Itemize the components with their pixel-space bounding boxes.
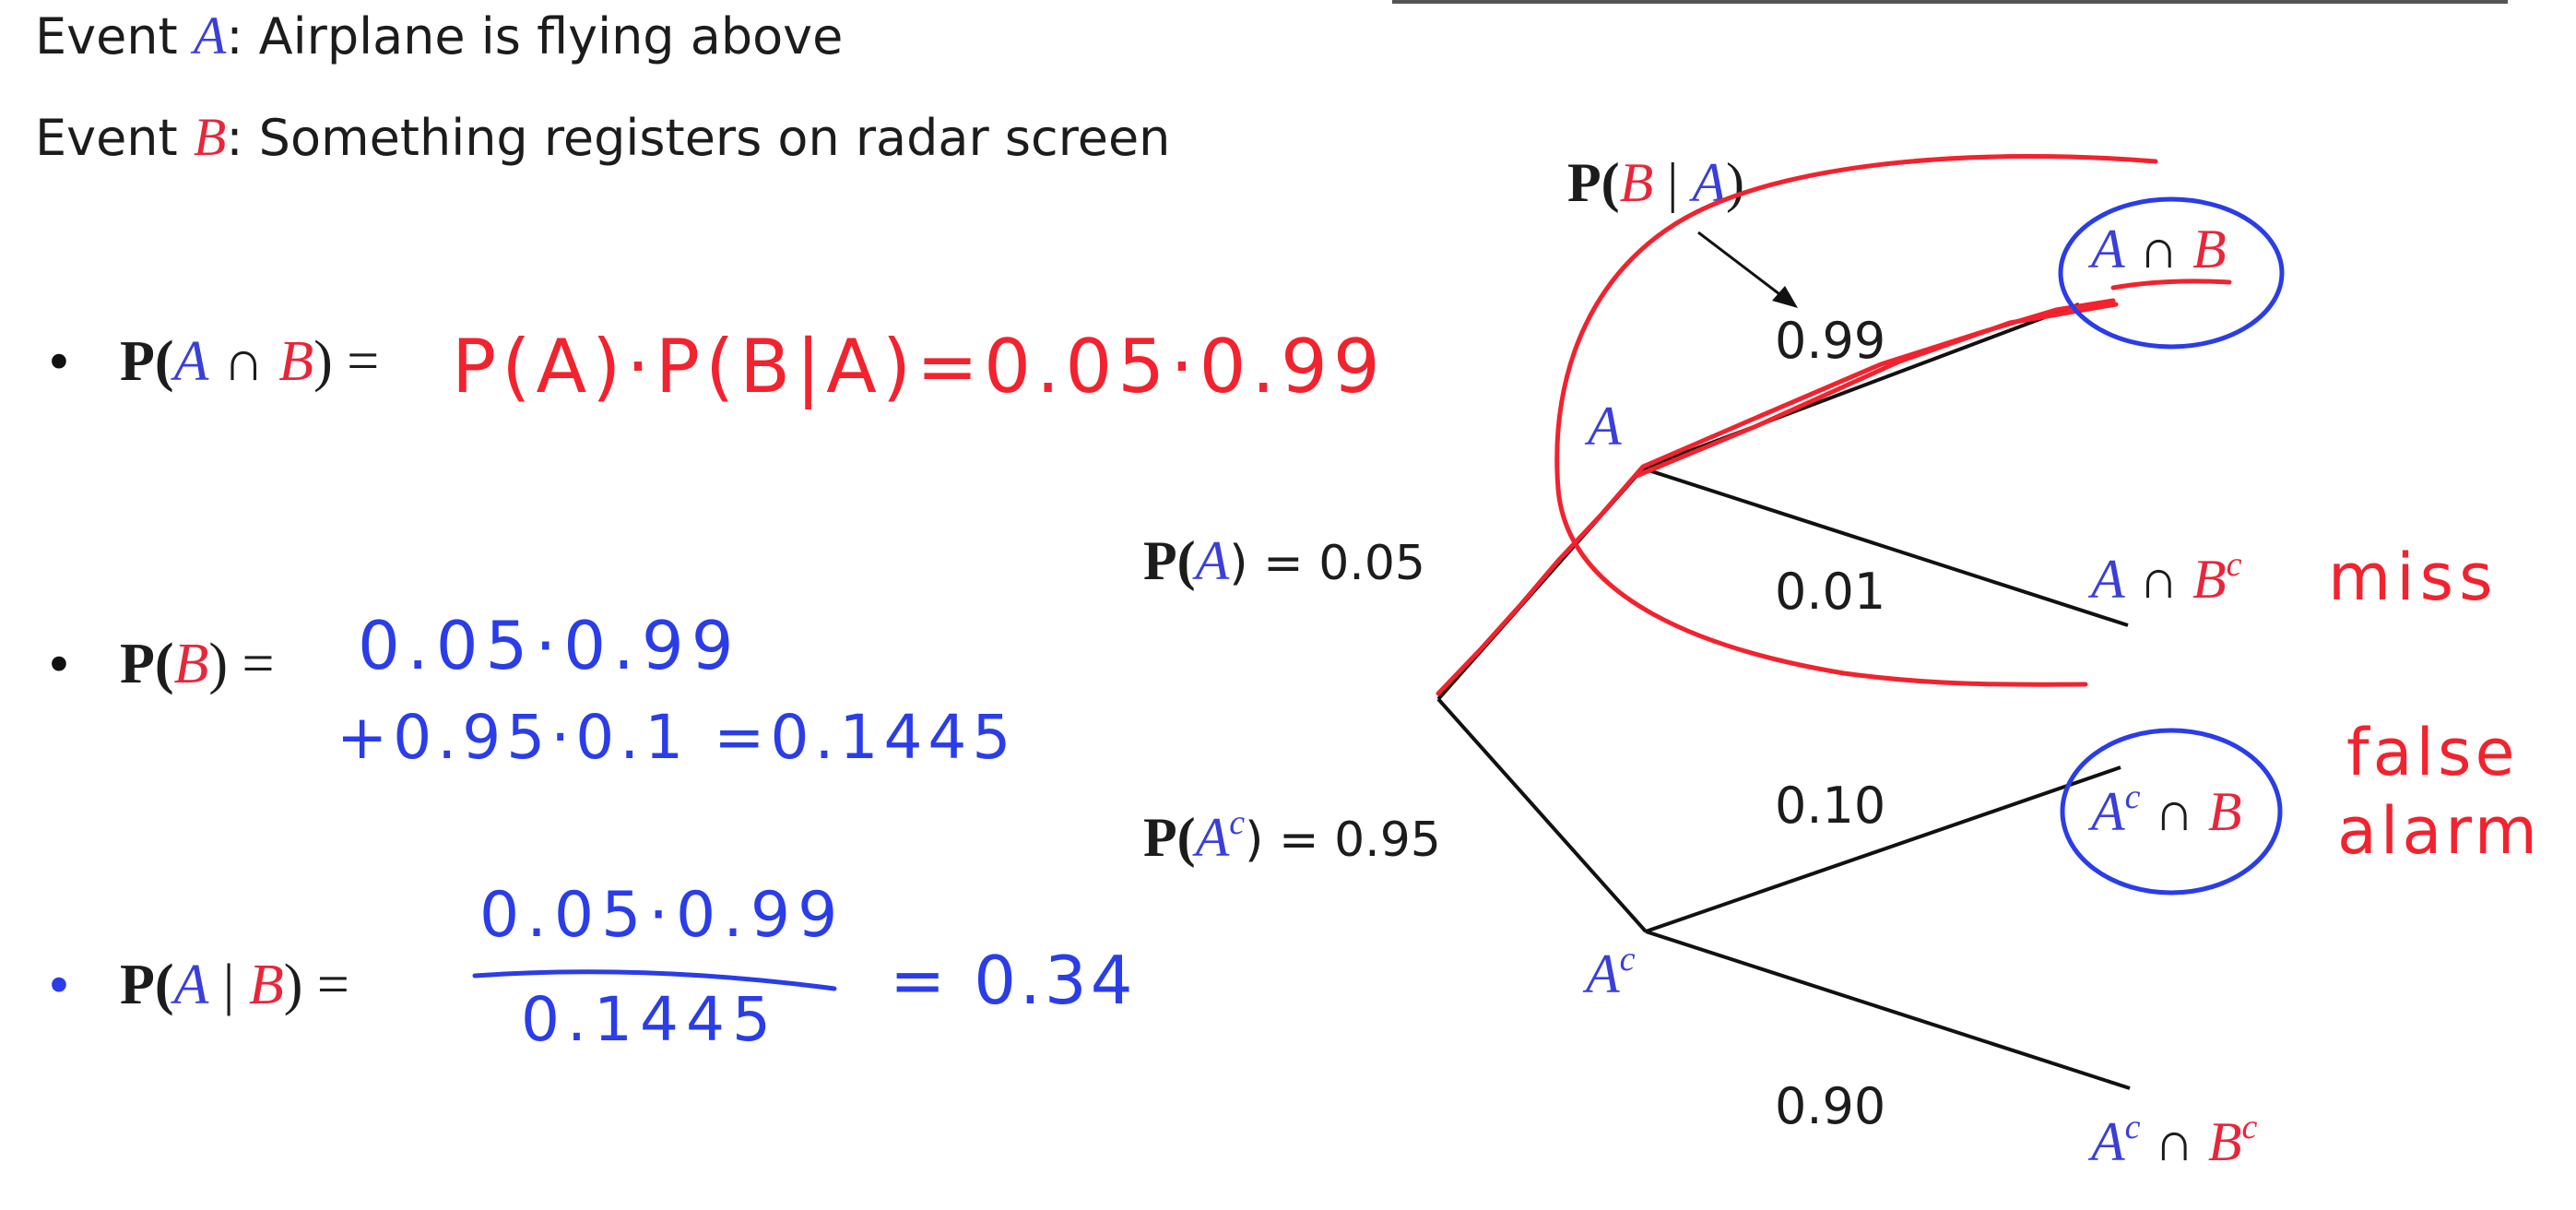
bullet-2-dot: • [44, 636, 74, 694]
bullet-3-numerator: 0.05·0.99 [479, 879, 845, 952]
pba-arrow [1697, 231, 1791, 304]
false-alarm-line2: alarm [2337, 793, 2541, 869]
bullet-3-result: = 0.34 [890, 942, 1137, 1019]
branch-090: 0.90 [1775, 1077, 1885, 1135]
branch-010: 0.10 [1775, 777, 1885, 835]
bullet-3-denominator: 0.1445 [521, 984, 778, 1055]
bullet-1-dot: • [44, 334, 74, 392]
node-a: A [1584, 396, 1622, 457]
p-a-label: P(A) = 0.05 [1143, 530, 1425, 591]
circle-ac-and-b [2060, 728, 2283, 896]
leaf-ac-and-bc: Ac ∩ Bc [2087, 1108, 2258, 1172]
leaf-a-and-b: A ∩ B [2087, 219, 2227, 279]
bullet-2-handwritten-line2: +0.95·0.1 =0.1445 [337, 702, 1016, 773]
probability-tree [1436, 302, 2131, 1090]
pba-arrowhead [1772, 286, 1798, 308]
bullet-1-handwritten: P(A)·P(B|A)=0.05·0.99 [452, 324, 1386, 410]
branch-001: 0.01 [1775, 563, 1885, 621]
leaf1-underline [2110, 279, 2232, 291]
circle-a-and-b [2058, 196, 2285, 350]
bullet-3-lhs: P(A | B) = [120, 954, 349, 1016]
node-ac: Ac [1582, 940, 1636, 1004]
fraction-bar [472, 969, 837, 991]
branch-099: 0.99 [1775, 312, 1885, 370]
false-alarm-line1: false [2346, 715, 2519, 790]
red-highlight-path-2 [1634, 302, 2119, 479]
bullet-2-lhs: P(B) = [120, 633, 275, 695]
p-b-given-a: P(B | A) [1567, 152, 1744, 213]
red-loop-around-a-branch [1554, 154, 2158, 687]
leaf-a-and-bc: A ∩ Bc [2087, 545, 2242, 610]
bullet-2-handwritten-line1: 0.05·0.99 [358, 607, 741, 684]
event-a-line: Event A: Airplane is flying above [35, 6, 843, 65]
event-b-line: Event B: Something registers on radar sc… [35, 107, 1170, 167]
bullet-3-dot: • [44, 957, 74, 1015]
leaf-ac-and-b: Ac ∩ B [2087, 777, 2242, 842]
p-ac-label: P(Ac) = 0.95 [1143, 803, 1441, 868]
bullet-1-lhs: P(A ∩ B) = [120, 330, 379, 393]
miss-annotation: miss [2328, 540, 2499, 615]
